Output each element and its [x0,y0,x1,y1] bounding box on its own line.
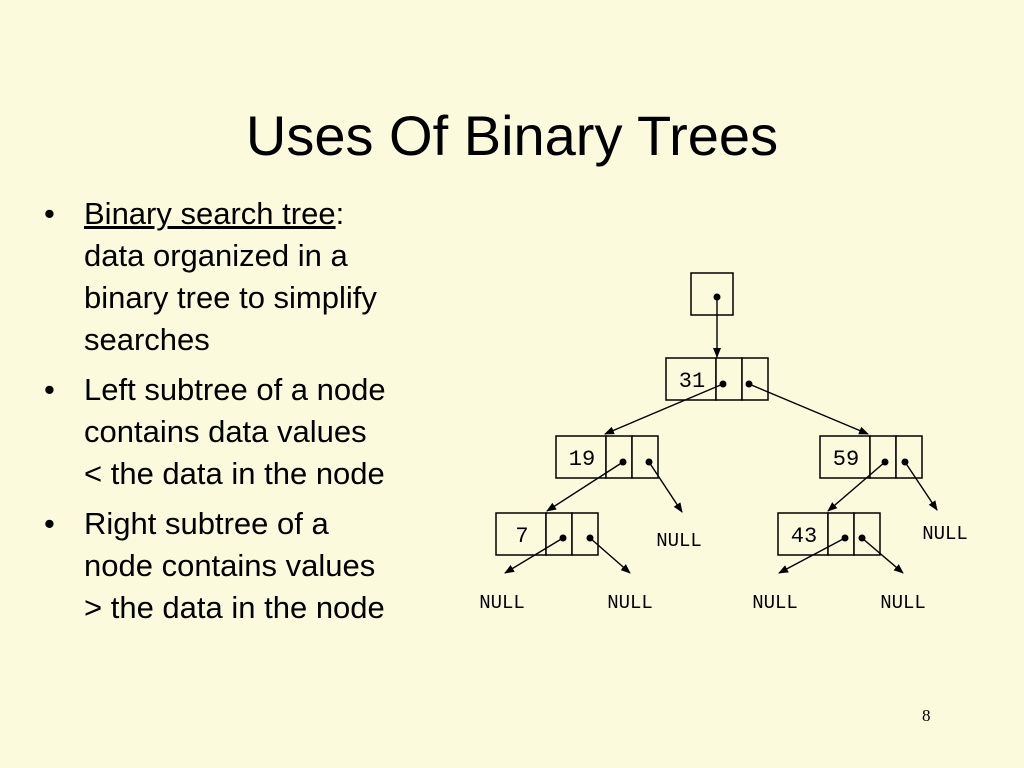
bullet-line: binary tree to simplify [84,280,377,315]
tree-node-7: 7 [495,512,599,556]
null-label: NULL [752,592,798,614]
node-value: 59 [833,447,859,472]
arrow-7-right-null [589,537,631,574]
null-label: NULL [922,523,968,545]
bullet-list: Binary search tree: data organized in a bi… [40,193,480,637]
null-label: NULL [607,592,653,614]
node-value: 31 [679,369,705,394]
tree-node-31: 31 [665,357,769,401]
tree-node-43: 43 [777,512,881,556]
null-label: NULL [880,592,926,614]
null-label: NULL [479,592,525,614]
bullet-line: Right subtree of a [84,506,329,541]
bullet-line: searches [84,322,210,357]
node-value: 7 [515,524,528,549]
bullet-item-right-subtree: Right subtree of a node contains values > … [40,503,480,629]
arrow-31-left [604,383,724,435]
bullet-line: > the data in the node [84,590,385,625]
arrow-59-right-null [904,461,938,511]
arrow-31-right [748,383,869,435]
bullet-term: Binary search tree [84,196,336,231]
pointer-arrows [504,297,938,574]
bullet-item-bst: Binary search tree: data organized in a bi… [40,193,480,361]
tree-node-19: 19 [555,435,659,479]
bullet-line: Left subtree of a node [84,372,386,407]
bullet-line: contains data values [84,414,367,449]
arrow-7-left-null [504,537,564,574]
slide-title: Uses Of Binary Trees [245,104,779,167]
arrow-59-left [827,461,886,512]
bullet-line: < the data in the node [84,456,385,491]
bullet-line: data organized in a [84,238,348,273]
arrow-43-right-null [861,537,904,574]
tree-node-59: 59 [819,435,923,479]
page-number: 8 [922,706,931,725]
bullet-term-suffix: : [335,196,345,231]
arrow-19-right-null [648,461,683,513]
arrow-43-left-null [778,537,846,574]
node-value: 43 [791,524,817,549]
node-value: 19 [569,447,595,472]
bullet-item-left-subtree: Left subtree of a node contains data valu… [40,369,480,495]
root-pointer [690,272,734,316]
arrow-19-left [546,461,624,512]
null-label: NULL [656,530,702,552]
bullet-line: node contains values [84,548,376,583]
